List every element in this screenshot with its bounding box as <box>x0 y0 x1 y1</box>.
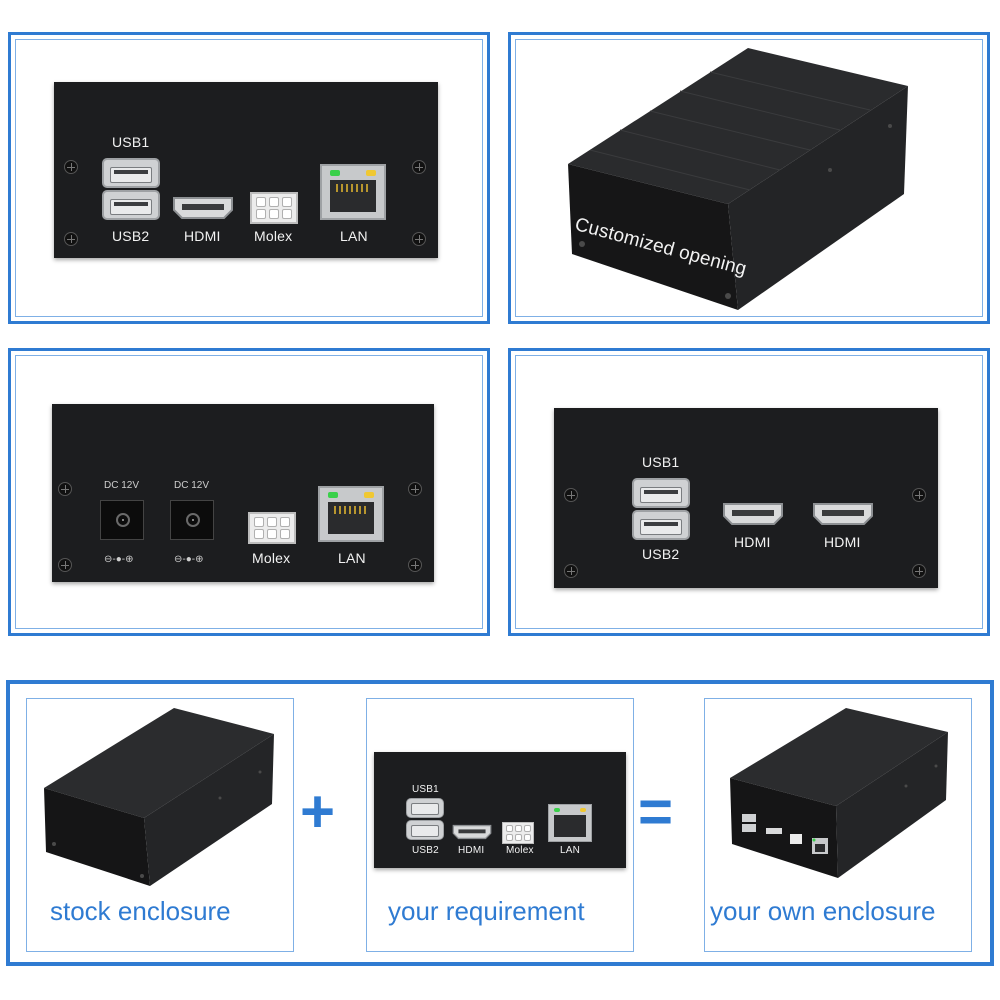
usb-port-icon <box>102 190 160 220</box>
plus-sign: + <box>300 778 336 845</box>
caption-your-requirement: your requirement <box>388 896 585 926</box>
usb-port-icon <box>406 798 444 818</box>
screw-icon <box>408 558 422 572</box>
hdmi-label: HDMI <box>734 534 771 550</box>
hdmi-port-icon <box>722 502 784 526</box>
usb-port-icon <box>632 478 690 508</box>
hdmi-port-icon <box>812 502 874 526</box>
lan-port-icon <box>318 486 384 542</box>
mini-usb1-label: USB1 <box>412 784 439 795</box>
screw-icon <box>564 564 578 578</box>
screw-icon <box>58 558 72 572</box>
dc-jack-icon <box>100 500 144 540</box>
hdmi-port-icon <box>452 824 492 840</box>
usb-port-icon <box>102 158 160 188</box>
stock-enclosure-render <box>44 708 274 886</box>
molex-label: Molex <box>254 228 293 244</box>
io-panel-1: USB1 USB2 HDMI Molex LAN <box>54 82 438 258</box>
screw-icon <box>408 482 422 496</box>
screw-icon <box>58 482 72 496</box>
caption-stock-enclosure: stock enclosure <box>50 896 231 926</box>
mini-molex-label: Molex <box>506 845 534 856</box>
mini-usb2-label: USB2 <box>412 845 439 856</box>
molex-connector-icon <box>502 822 534 844</box>
molex-connector-icon <box>250 192 298 224</box>
screw-icon <box>412 160 426 174</box>
own-enclosure-render <box>730 708 948 878</box>
mini-hdmi-label: HDMI <box>458 845 485 856</box>
screw-icon <box>912 564 926 578</box>
usb2-label: USB2 <box>112 228 150 244</box>
screw-icon <box>64 160 78 174</box>
polarity-icon: ⊖-●-⊕ <box>174 554 204 565</box>
molex-connector-icon <box>248 512 296 544</box>
dc-jack-1-label: DC 12V <box>104 480 140 491</box>
screw-icon <box>564 488 578 502</box>
enclosure-render-customized <box>568 48 908 310</box>
caption-your-own-enclosure: your own enclosure <box>710 896 936 926</box>
usb-port-icon <box>632 510 690 540</box>
dc-jack-2-label: DC 12V <box>174 480 210 491</box>
usb2-label: USB2 <box>642 546 680 562</box>
hdmi-port-icon <box>172 196 234 220</box>
lan-label: LAN <box>340 228 368 244</box>
screw-icon <box>64 232 78 246</box>
mini-io-panel: USB1 USB2 HDMI Molex LAN <box>374 752 626 868</box>
screw-icon <box>412 232 426 246</box>
lan-label: LAN <box>338 550 366 566</box>
usb1-label: USB1 <box>642 454 680 470</box>
molex-label: Molex <box>252 550 291 566</box>
lan-port-icon <box>548 804 592 842</box>
polarity-icon: ⊖-●-⊕ <box>104 554 134 565</box>
lan-port-icon <box>320 164 386 220</box>
equals-sign: = <box>638 778 674 845</box>
usb-port-icon <box>406 820 444 840</box>
screw-icon <box>912 488 926 502</box>
usb1-label: USB1 <box>112 134 150 150</box>
dc-jack-icon <box>170 500 214 540</box>
hdmi-label: HDMI <box>824 534 861 550</box>
io-panel-4: USB1 USB2 HDMI HDMI <box>554 408 938 588</box>
hdmi-label: HDMI <box>184 228 221 244</box>
mini-lan-label: LAN <box>560 845 581 856</box>
io-panel-3: DC 12V ⊖-●-⊕ DC 12V ⊖-●-⊕ Molex LAN <box>52 404 434 582</box>
